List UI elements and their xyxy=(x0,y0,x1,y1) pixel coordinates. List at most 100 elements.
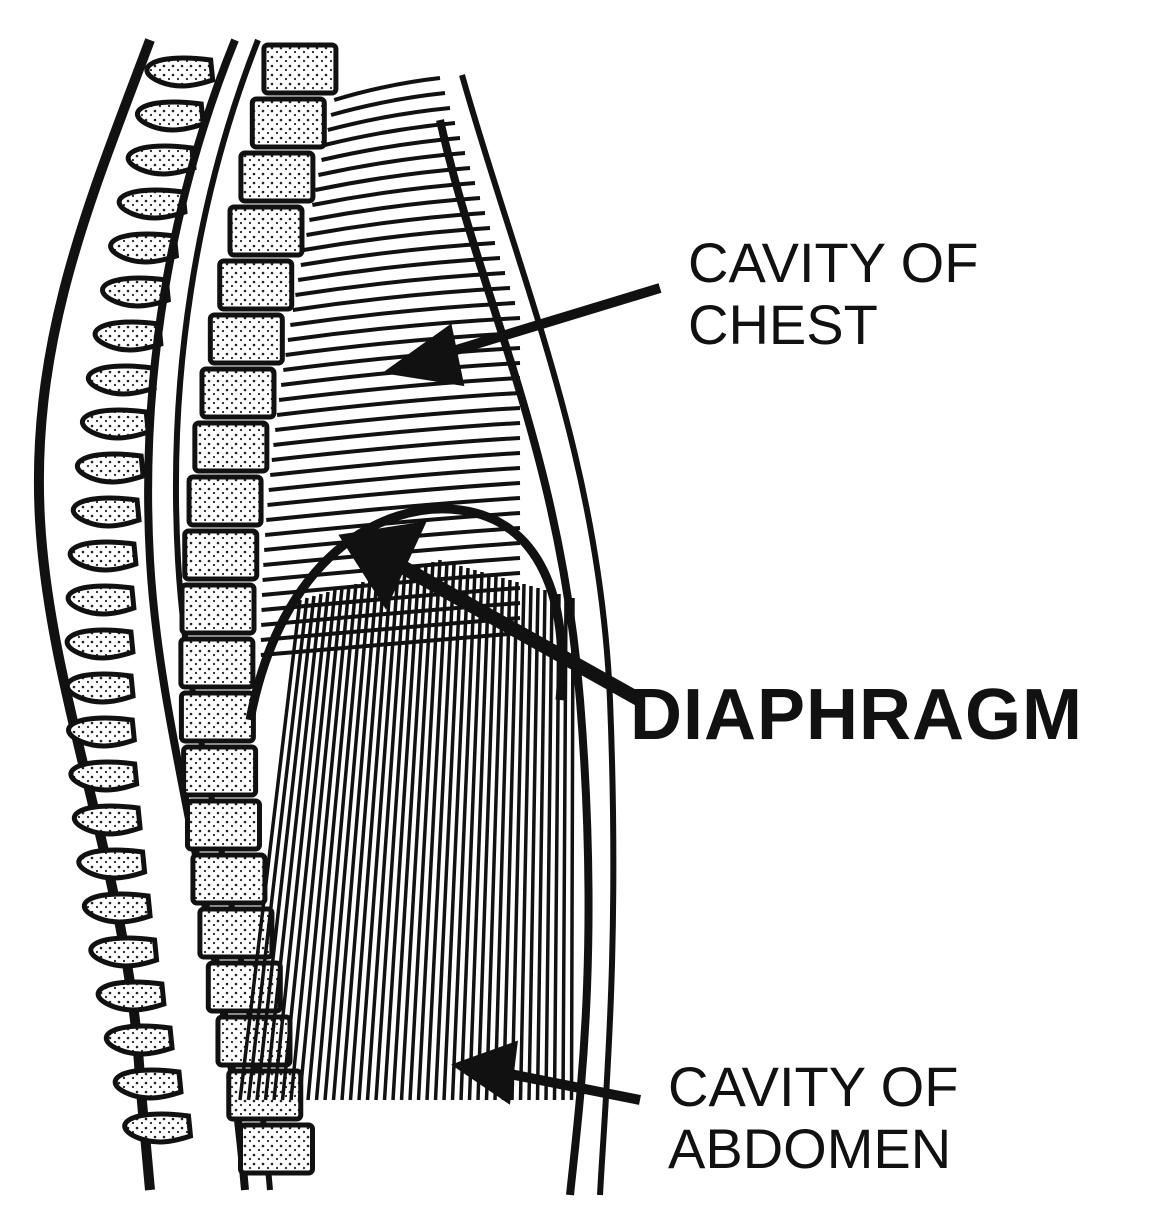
hatch-line xyxy=(442,567,470,1101)
spinous-process xyxy=(144,55,216,89)
spinous-process xyxy=(67,539,139,573)
hatch-line xyxy=(270,451,521,477)
vertebra xyxy=(238,150,316,204)
arrow-diaphragm xyxy=(338,521,644,707)
spinous-process xyxy=(65,583,137,617)
hatch-line xyxy=(238,599,302,1101)
diaphragm-dome xyxy=(245,504,567,721)
hatch-line xyxy=(493,579,512,1101)
arrow-chest xyxy=(382,283,662,387)
hatch-line xyxy=(450,569,477,1101)
hatch-line xyxy=(399,561,435,1101)
diaphragm-hatching xyxy=(238,559,575,1101)
hatch-line xyxy=(552,593,561,1101)
spinous-process xyxy=(103,1023,175,1057)
hatch-line xyxy=(280,589,337,1101)
hatch-line xyxy=(292,286,511,312)
hatch-line xyxy=(290,301,516,327)
hatch-line xyxy=(331,577,379,1101)
hatch-line xyxy=(278,376,521,402)
vertebra xyxy=(238,1122,316,1176)
vertebra xyxy=(178,636,256,690)
spinous-process xyxy=(108,231,180,265)
hatch-line xyxy=(416,561,449,1101)
spinous-process xyxy=(100,275,172,309)
spinous-process xyxy=(122,1111,194,1145)
hatch-line xyxy=(330,91,446,117)
spinous-process xyxy=(135,99,206,133)
hatch-line xyxy=(501,581,519,1101)
hatch-line xyxy=(535,589,547,1101)
hatch-line xyxy=(271,436,521,462)
label-chest-line2: CHEST xyxy=(688,292,878,356)
spinous-process xyxy=(125,143,197,177)
label-cavity-of-chest: CAVITY OF CHEST xyxy=(688,232,978,355)
hatch-line xyxy=(327,106,451,132)
hatch-line xyxy=(283,346,521,372)
hatch-line xyxy=(264,511,521,537)
hatch-line xyxy=(561,595,568,1101)
hatch-line xyxy=(382,565,421,1101)
hatch-line xyxy=(266,496,521,522)
hatch-line xyxy=(476,575,498,1101)
hatch-line xyxy=(569,597,575,1101)
hatch-line xyxy=(408,559,442,1101)
hatch-line xyxy=(374,567,414,1101)
vertebra xyxy=(179,582,257,636)
spinous-process xyxy=(116,187,188,221)
hatch-line xyxy=(357,571,400,1101)
vertebra xyxy=(186,474,264,528)
hatch-line xyxy=(348,573,393,1101)
hatch-line xyxy=(273,421,521,447)
hatch-line xyxy=(510,583,526,1101)
vertebra xyxy=(261,42,339,96)
hatch-line xyxy=(467,573,491,1101)
vertebra xyxy=(199,366,277,420)
label-abdomen-line1: CAVITY OF xyxy=(668,1055,959,1118)
spinous-process xyxy=(66,715,137,749)
hatch-line xyxy=(433,565,463,1101)
label-cavity-of-abdomen: CAVITY OF ABDOMEN xyxy=(668,1056,958,1179)
hatch-line xyxy=(484,577,505,1101)
hatch-line xyxy=(544,591,554,1101)
vertebra xyxy=(181,744,259,798)
spinous-process xyxy=(70,495,142,529)
hatch-line xyxy=(267,481,521,507)
hatch-line xyxy=(340,575,386,1101)
hatch-line xyxy=(425,563,456,1101)
hatch-line xyxy=(306,583,358,1101)
hatch-line xyxy=(323,579,372,1101)
hatch-line xyxy=(314,581,365,1101)
hatch-line xyxy=(297,585,351,1101)
vertebra xyxy=(184,798,262,852)
spinous-process xyxy=(72,803,143,837)
spinous-process xyxy=(86,363,157,397)
hatch-line xyxy=(459,571,484,1101)
hatch-line xyxy=(518,585,533,1101)
arrow-abdomen xyxy=(451,1040,641,1105)
spinous-processes xyxy=(64,55,216,1145)
label-chest-line1: CAVITY OF xyxy=(688,231,979,294)
hatch-line xyxy=(260,631,521,657)
spinous-process xyxy=(75,451,146,485)
hatch-line xyxy=(255,595,316,1101)
hatch-line xyxy=(365,569,407,1101)
hatch-line xyxy=(333,76,441,102)
label-diaphragm: DIAPHRAGM xyxy=(630,675,1083,755)
vertebra xyxy=(249,96,327,150)
front-body-wall xyxy=(436,119,593,1196)
spinous-process xyxy=(68,759,140,793)
hatch-line xyxy=(289,587,344,1101)
vertebral-bodies xyxy=(178,42,339,1176)
hatch-line xyxy=(527,587,540,1101)
hatch-line xyxy=(268,466,521,492)
spinous-process xyxy=(95,979,167,1013)
vertebra xyxy=(192,420,270,474)
spinous-process xyxy=(76,847,148,881)
spinous-process xyxy=(88,935,160,969)
vertebra xyxy=(207,312,285,366)
spinous-process xyxy=(112,1067,184,1101)
spinous-process xyxy=(64,627,136,661)
spinous-process xyxy=(64,671,136,705)
